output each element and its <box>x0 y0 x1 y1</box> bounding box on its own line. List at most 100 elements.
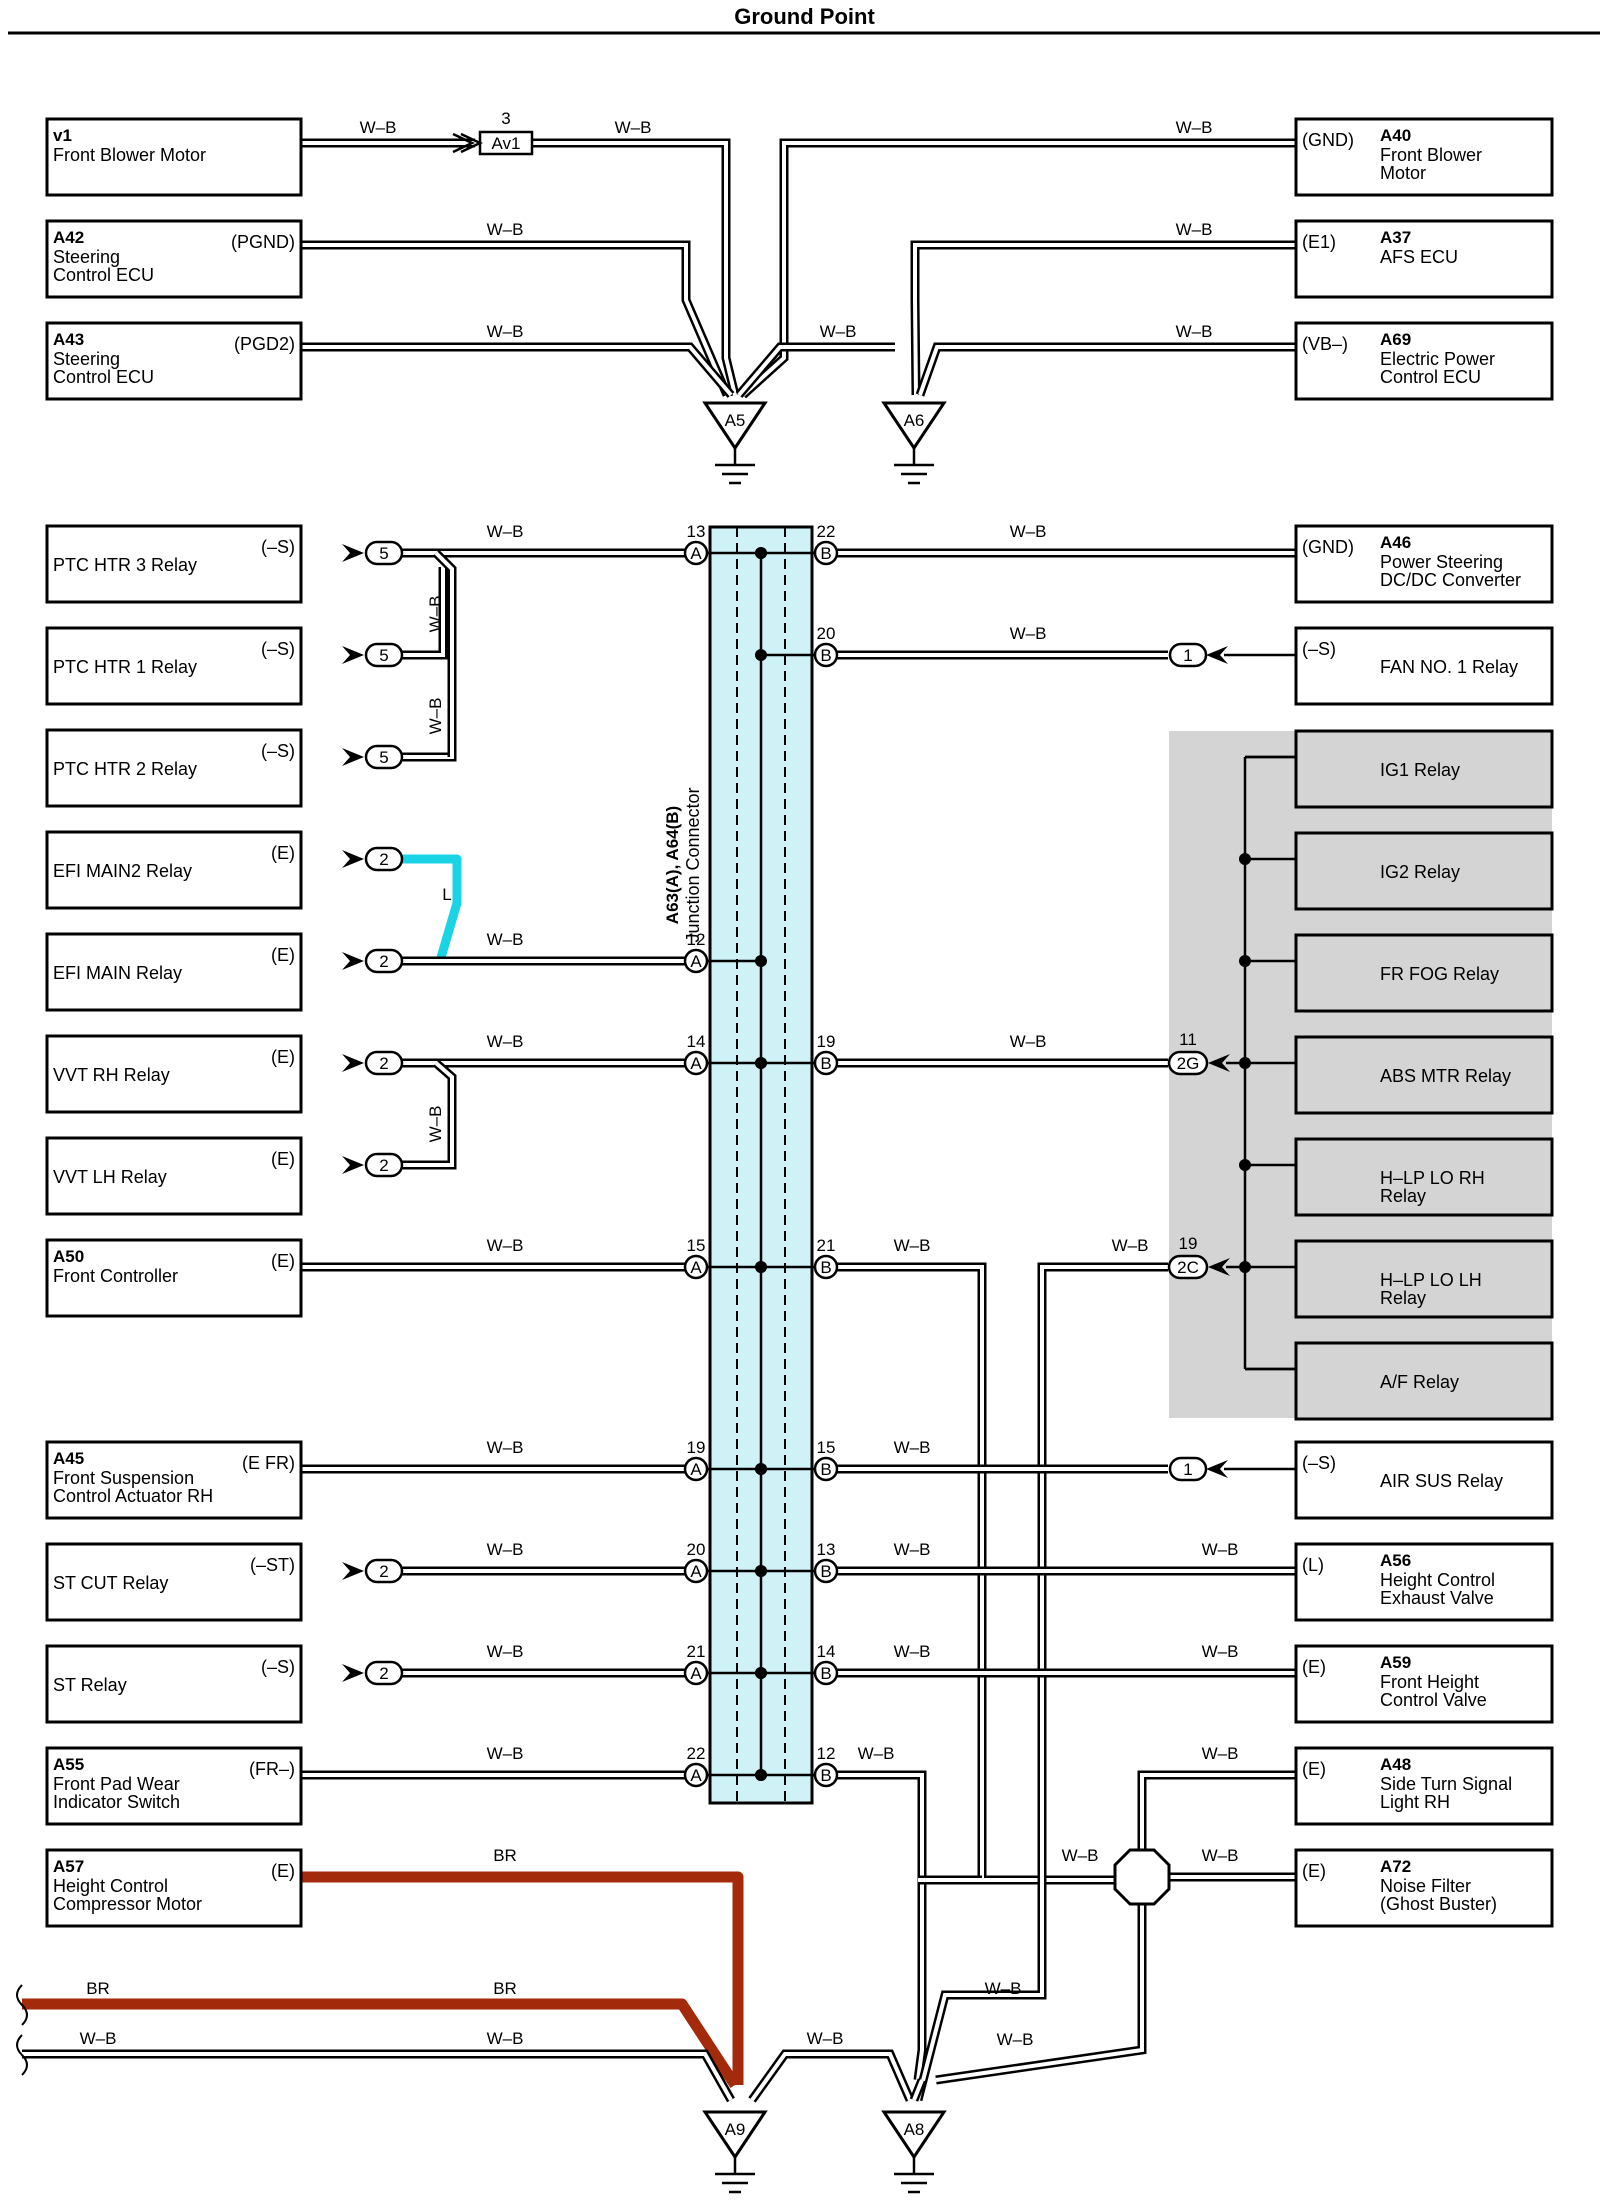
junction-pin-number: 20 <box>817 624 836 643</box>
ground-a5 <box>702 401 768 451</box>
right-component-box <box>1294 626 1554 706</box>
relay-name: ABS MTR Relay <box>1380 1066 1511 1086</box>
component-code: A48 <box>1380 1755 1411 1774</box>
wire-color-label-vertical: W–B <box>426 1106 445 1143</box>
ground-a8 <box>881 2110 947 2160</box>
splice-dot <box>755 1769 767 1781</box>
wire-color-label: W–B <box>894 1236 931 1255</box>
relay-name: IG2 Relay <box>1380 862 1460 882</box>
inline-connector-number: 2 <box>379 952 388 971</box>
component-code: A42 <box>53 228 84 247</box>
splice-dot <box>755 955 767 967</box>
component-code: A50 <box>53 1247 84 1266</box>
junction-pin-letter: B <box>820 1664 831 1683</box>
arrow-icon <box>1206 646 1228 664</box>
component-name: Light RH <box>1380 1792 1450 1812</box>
component-pin: (E) <box>271 1251 295 1271</box>
component-code: A43 <box>53 330 84 349</box>
component-code: A57 <box>53 1857 84 1876</box>
component-name: FAN NO. 1 Relay <box>1380 657 1518 677</box>
junction-pin-letter: A <box>690 952 702 971</box>
wire-ptc-bus-core <box>434 551 454 757</box>
wire-color-label: W–B <box>997 2030 1034 2049</box>
wire-wb-left <box>22 2049 735 2103</box>
wire-b12-a8-core <box>837 1773 924 2081</box>
relay-box <box>1294 933 1554 1013</box>
right-component-box <box>1294 1542 1554 1622</box>
splice-dot <box>1239 1159 1251 1171</box>
component-name: (Ghost Buster) <box>1380 1894 1497 1914</box>
wire-a48-core <box>1140 1773 1296 1852</box>
arrow-icon <box>342 1562 364 1580</box>
junction-pin-letter: B <box>820 1258 831 1277</box>
arrow-icon <box>1208 1258 1230 1276</box>
junction-pin-number: 19 <box>817 1032 836 1051</box>
inline-connector-number: 5 <box>379 646 388 665</box>
relay-box <box>1294 831 1554 911</box>
relay-box <box>1294 1035 1554 1115</box>
component-pin: (–ST) <box>250 1555 295 1575</box>
component-name: Steering <box>53 247 120 267</box>
inline-connector-2 <box>364 1660 404 1686</box>
right-component-box <box>1294 1440 1554 1520</box>
wire-color-label: W–B <box>894 1540 931 1559</box>
component-pin: (E) <box>271 1047 295 1067</box>
wire-a57-br <box>301 1871 744 2085</box>
component-name: Front Blower <box>1380 145 1482 165</box>
component-name: PTC HTR 1 Relay <box>53 657 197 677</box>
wire-color-label: W–B <box>426 596 445 633</box>
arrow-icon <box>342 646 364 664</box>
junction-pin-letter: B <box>820 646 831 665</box>
wire-color-label: W–B <box>487 522 524 541</box>
inline-connector-2 <box>364 1050 404 1076</box>
wire-octagon-a8-core <box>935 1904 1144 2082</box>
component-code: A59 <box>1380 1653 1411 1672</box>
relay-name: FR FOG Relay <box>1380 964 1499 984</box>
left-component-box <box>45 321 303 401</box>
junction-pin-number: 12 <box>817 1744 836 1763</box>
component-name: Motor <box>1380 163 1426 183</box>
wire-color-label: BR <box>493 1979 517 1998</box>
wire-color-label: W–B <box>985 1979 1022 1998</box>
inline-connector-5 <box>364 540 404 566</box>
inline-connector-number: 1 <box>1183 646 1192 665</box>
relay-box <box>1294 1341 1554 1421</box>
left-component-box <box>45 932 303 1012</box>
relay-box <box>1294 729 1554 809</box>
wire-b12-tail-core <box>912 2079 924 2101</box>
component-pin: (E) <box>271 945 295 965</box>
wire-2c-down-core <box>1040 1265 1168 1978</box>
component-pin: (E FR) <box>242 1453 295 1473</box>
inline-connector-number: 2C <box>1177 1258 1199 1277</box>
splice-dot <box>1239 853 1251 865</box>
wire-a37-a6 <box>910 240 1296 396</box>
wire-color-label: W–B <box>487 2029 524 2048</box>
inline-connector-1 <box>1168 1456 1208 1482</box>
component-pin: (–S) <box>1302 639 1336 659</box>
wire-color-label: W–B <box>1176 220 1213 239</box>
wire-color-label: W–B <box>1010 522 1047 541</box>
inline-connector-number: 5 <box>379 544 388 563</box>
component-name: ST Relay <box>53 1675 127 1695</box>
component-pin: (E) <box>271 843 295 863</box>
wire-color-label: W–B <box>1010 1032 1047 1051</box>
component-name: Control Actuator RH <box>53 1486 213 1506</box>
right-component-box <box>1294 1644 1554 1724</box>
connector-pin-number: 19 <box>1179 1234 1198 1253</box>
wire-a37-a6-core <box>913 243 1296 396</box>
ground-a9 <box>702 2110 768 2160</box>
inline-connector-5 <box>364 744 404 770</box>
wire-color-label: L <box>442 885 451 904</box>
connector-pin-number: 11 <box>1179 1030 1197 1049</box>
ground-point-label: A6 <box>904 411 925 430</box>
left-component-box <box>45 830 303 910</box>
wire-color-label: W–B <box>1176 322 1213 341</box>
wire-color-label: W–B <box>807 2029 844 2048</box>
wire-color-label: W–B <box>894 1642 931 1661</box>
wire-color-label: W–B <box>858 1744 895 1763</box>
wire-a6-a5-core <box>737 345 895 397</box>
junction-pin-number: 19 <box>687 1438 706 1457</box>
inline-connector-number: 2 <box>379 1054 388 1073</box>
relay-name: Relay <box>1380 1186 1426 1206</box>
